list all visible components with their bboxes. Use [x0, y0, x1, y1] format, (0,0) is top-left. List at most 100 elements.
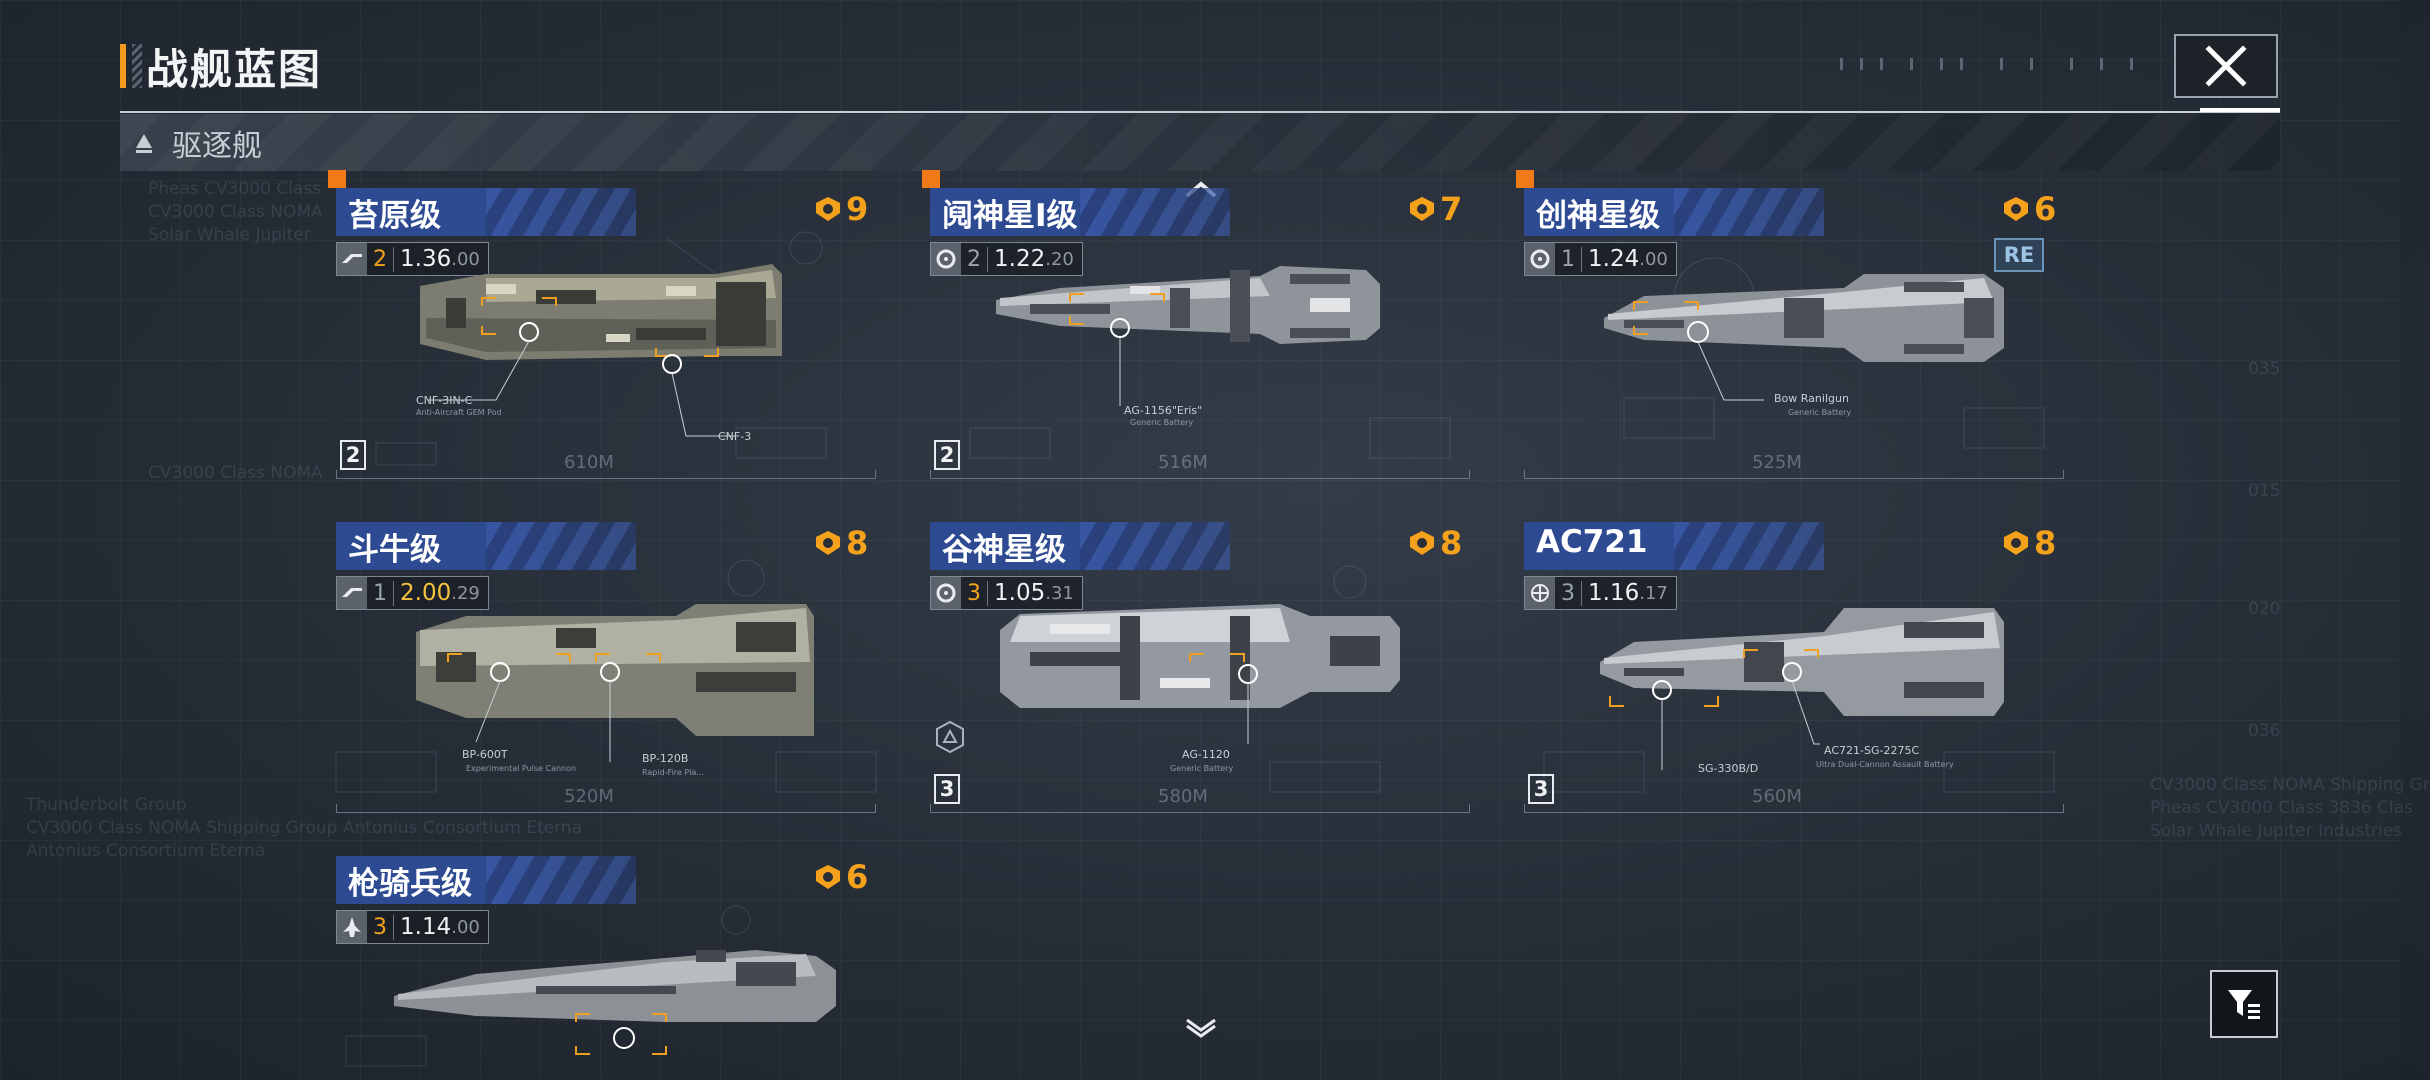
frigate-icon: [337, 577, 367, 609]
cost-display: 6: [814, 858, 868, 896]
triangle-icon: [136, 133, 152, 153]
weapon-label: Bow Ranilgun: [1774, 392, 1849, 405]
ship-card[interactable]: 枪骑兵级 6 3 1.14 .00: [336, 846, 896, 1080]
fleet-emblem-icon: [816, 865, 840, 889]
filter-button[interactable]: [2210, 970, 2278, 1038]
cost-display: 8: [2002, 524, 2056, 562]
background-number: 020: [2248, 599, 2281, 619]
weapon-description: Generic Battery: [1788, 408, 1852, 417]
stat-value: 1.22: [994, 246, 1046, 272]
ship-length: 525M: [1752, 452, 1802, 473]
name-banner: [336, 522, 636, 570]
blueprint-baseline: [1524, 804, 2064, 813]
tier-badge: 2: [340, 440, 366, 470]
ship-length: 580M: [1158, 786, 1208, 807]
tier-badge: 2: [934, 440, 960, 470]
cost-value: 8: [846, 524, 869, 562]
ship-card[interactable]: 斗牛级 8 1 2.00 .29 BP-600T Experimental Pu…: [335, 512, 896, 822]
ship-card[interactable]: 谷神星级 8 3 1.05 .31 AG-1120 Generic Batter…: [930, 512, 1490, 822]
weapon-label: CNF-3IN-C: [416, 394, 473, 407]
cost-value: 9: [846, 190, 869, 228]
cost-display: 6: [2002, 190, 2056, 228]
stat-value: 1.14: [400, 914, 452, 940]
category-bar[interactable]: 驱逐舰: [120, 114, 2280, 171]
ship-level: 1: [1555, 246, 1582, 272]
fleet-emblem-icon: [816, 197, 840, 221]
weapon-label: BP-600T: [462, 748, 508, 761]
fleet-emblem-icon: [1410, 197, 1434, 221]
name-banner: [336, 188, 636, 236]
blueprint-baseline: [336, 804, 876, 813]
ship-length: 610M: [564, 452, 614, 473]
cost-value: 8: [2034, 524, 2057, 562]
ship-card[interactable]: 阋神星I级 7 2 1.22 .20 AG-1156"Eris" Generic…: [922, 170, 1490, 488]
name-banner: [930, 522, 1230, 570]
weapon-description: Generic Battery: [1170, 764, 1234, 773]
stat-value: 1.24: [1588, 246, 1640, 272]
ship-name: 枪骑兵级: [348, 866, 472, 902]
cost-display: 7: [1408, 190, 1462, 228]
ship-card[interactable]: AC721 8 3 1.16 .17 AC721-SG-2275C Ultra …: [1524, 512, 2084, 822]
fleet-emblem-icon: [2004, 197, 2028, 221]
background-text: Pheas CV3000 Class CV3000 Class NOMA Sol…: [148, 179, 323, 245]
gear-icon: [931, 577, 961, 609]
ship-blueprint-image: [345, 905, 836, 1067]
fleet-emblem-icon: [816, 531, 840, 555]
background-text: CV3000 Class NOMA Shipping Gr Pheas CV30…: [2150, 775, 2430, 841]
background-number: 015: [2248, 481, 2281, 501]
ship-blueprint-image: [1543, 608, 2055, 793]
stat-sub-value: .31: [1045, 582, 1074, 604]
stat-sub-value: .00: [451, 916, 480, 938]
new-marker: [1516, 170, 1534, 188]
cost-value: 8: [1440, 524, 1463, 562]
weapon-label: BP-120B: [642, 752, 689, 765]
ship-level: 3: [1555, 580, 1582, 606]
header-divider: [120, 111, 2280, 113]
ship-length: 560M: [1752, 786, 1802, 807]
decorative-ticks: [1840, 58, 2133, 70]
blueprint-baseline: [930, 804, 1470, 813]
blueprint-baseline: [336, 470, 876, 479]
fleet-emblem-icon: [1410, 531, 1434, 555]
background-text: CV3000 Class NOMA: [148, 463, 323, 483]
close-button[interactable]: [2174, 34, 2278, 98]
ship-blueprint-image: [1000, 565, 1400, 793]
name-banner: [1524, 522, 1824, 570]
tier-badge: 3: [934, 774, 960, 804]
stat-value: 1.16: [1588, 580, 1640, 606]
new-marker: [922, 170, 940, 188]
hexagon-triangle-icon: [936, 720, 964, 754]
filter-icon: [2228, 990, 2260, 1019]
ship-card[interactable]: 创神星级 6 1 1.24 .00 RE Bow Ranilgun Generi…: [1516, 170, 2084, 488]
stat-box: 2 1.22 .20: [930, 242, 1083, 276]
page-title: 战舰蓝图: [146, 44, 323, 94]
stat-sub-value: .00: [1639, 248, 1668, 270]
ship-card[interactable]: 苔原级 9 2 1.36 .00 CNF-3IN-C Anti-Aircraft…: [328, 170, 896, 488]
cost-value: 6: [846, 858, 869, 896]
gear-icon: [931, 243, 961, 275]
ship-blueprint-image: [375, 231, 827, 466]
page-header: 战舰蓝图: [120, 40, 322, 94]
background-number: 035: [2248, 359, 2281, 379]
stat-sub-value: .20: [1045, 248, 1074, 270]
frigate-icon: [337, 243, 367, 275]
weapon-description: Generic Battery: [1130, 418, 1194, 427]
stat-sub-value: .00: [451, 248, 480, 270]
stat-value: 1.36: [400, 246, 452, 272]
weapon-description: Experimental Pulse Cannon: [466, 764, 577, 773]
category-label: 驱逐舰: [172, 128, 262, 164]
background-number: 036: [2248, 721, 2281, 741]
blueprint-baseline: [930, 470, 1470, 479]
ship-length: 516M: [1158, 452, 1208, 473]
weapon-label: AC721-SG-2275C: [1824, 744, 1920, 757]
weapon-description: Rapid-Fire Pla...: [642, 768, 704, 777]
chevron-down-icon[interactable]: [1184, 1016, 1218, 1038]
weapon-label: AG-1156"Eris": [1124, 404, 1203, 417]
ship-blueprint-image: [335, 559, 877, 793]
ship-level: 2: [961, 246, 988, 272]
weapon-description: Ultra Dual-Cannon Assault Battery: [1816, 760, 1954, 769]
title-accent-bar: [120, 44, 126, 88]
stat-box: 1 1.24 .00: [1524, 242, 1677, 276]
gear-icon: [1525, 243, 1555, 275]
stat-sub-value: .17: [1639, 582, 1668, 604]
